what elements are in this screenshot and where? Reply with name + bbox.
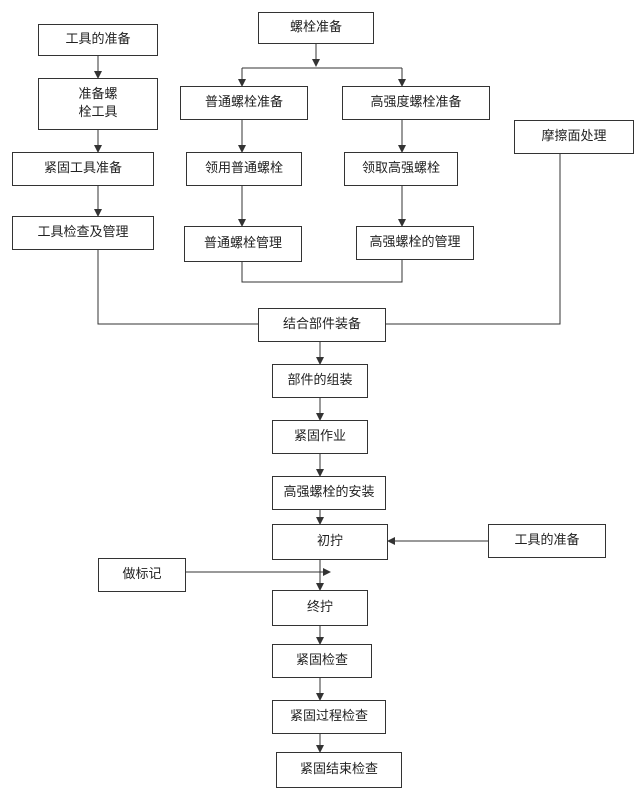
node-joint-part-assembly: 结合部件装备 — [258, 308, 386, 342]
tools-to-assembly-connector — [97, 250, 258, 325]
node-normal-bolt-prep: 普通螺栓准备 — [180, 86, 308, 120]
node-high-strength-bolt-prep: 高强度螺栓准备 — [342, 86, 490, 120]
node-marking: 做标记 — [98, 558, 186, 592]
node-prepare-bolt-tools: 准备螺 栓工具 — [38, 78, 158, 130]
node-tool-prep-right: 工具的准备 — [488, 524, 606, 558]
node-fastening-tool-prep: 紧固工具准备 — [12, 152, 154, 186]
node-receive-normal-bolts: 领用普通螺栓 — [186, 152, 302, 186]
node-normal-bolt-mgmt: 普通螺栓管理 — [184, 226, 302, 262]
node-receive-high-strength-bolts: 领取高强螺栓 — [344, 152, 458, 186]
node-part-assembly: 部件的组装 — [272, 364, 368, 398]
node-high-strength-bolt-install: 高强螺栓的安装 — [272, 476, 386, 510]
friction-to-assembly-connector — [386, 154, 561, 325]
node-friction-surface-treatment: 摩擦面处理 — [514, 120, 634, 154]
node-tool-prep-top: 工具的准备 — [38, 24, 158, 56]
node-final-tightening: 终拧 — [272, 590, 368, 626]
node-high-strength-bolt-mgmt: 高强螺栓的管理 — [356, 226, 474, 260]
node-fastening-inspection: 紧固检查 — [272, 644, 372, 678]
node-tool-inspection-mgmt: 工具检查及管理 — [12, 216, 154, 250]
node-bolt-prep: 螺栓准备 — [258, 12, 374, 44]
node-fastening-end-inspection: 紧固结束检查 — [276, 752, 402, 788]
node-fastening-work: 紧固作业 — [272, 420, 368, 454]
bolt-mgmt-merge-connector — [241, 260, 403, 283]
node-initial-tightening: 初拧 — [272, 524, 388, 560]
node-fastening-process-inspection: 紧固过程检查 — [272, 700, 386, 734]
